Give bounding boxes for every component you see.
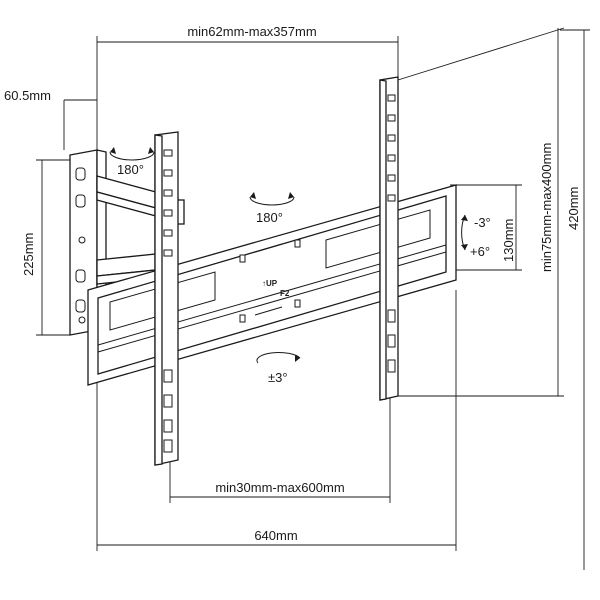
arm-swivel-icon: 180° (109, 147, 155, 177)
vesa-vertical-dimension: min75mm-max400mm (397, 27, 565, 397)
plate-swivel-icon: 180° (249, 192, 295, 225)
arm-swivel-label: 180° (117, 162, 144, 177)
overall-width-label: 640mm (254, 528, 297, 543)
plate-swivel-label: 180° (256, 210, 283, 225)
rail-height-dimension: 130mm (450, 184, 522, 271)
right-vertical-bracket (379, 76, 399, 401)
wall-plate-depth-dimension: 60.5mm (4, 88, 97, 150)
overall-height-dimension: 420mm (560, 29, 590, 570)
overall-width-dimension: 640mm (96, 290, 457, 551)
wall-plate-height-label: 225mm (21, 233, 36, 276)
vesa-horizontal-dimension: min30mm-max600mm (169, 395, 391, 503)
tilt-up-label: -3° (474, 215, 491, 230)
rail-height-label: 130mm (501, 219, 516, 262)
tilt-icon: -3° +6° (461, 214, 491, 259)
vesa-vertical-label: min75mm-max400mm (539, 143, 554, 272)
vesa-horizontal-label: min30mm-max600mm (215, 480, 344, 495)
tilt-down-label: +6° (470, 244, 490, 259)
part-code-marking: F2 (280, 289, 290, 298)
up-marking: ↑UP (262, 279, 278, 288)
wall-plate-depth-label: 60.5mm (4, 88, 51, 103)
level-adjust-label: ±3° (268, 370, 288, 385)
depth-dimension: min62mm-max357mm (96, 24, 399, 150)
wall-plate-height-dimension: 225mm (21, 159, 70, 336)
depth-range-label: min62mm-max357mm (187, 24, 316, 39)
left-vertical-bracket (154, 131, 179, 466)
level-adjust-icon: ±3° (256, 351, 301, 385)
overall-height-label: 420mm (566, 187, 581, 230)
